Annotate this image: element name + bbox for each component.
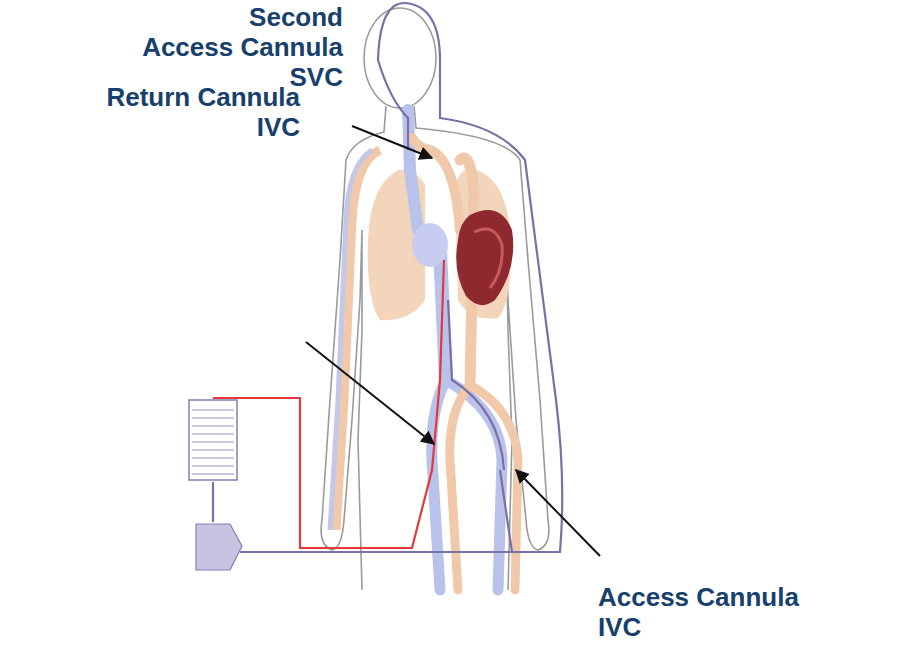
vena-cava [408,110,502,590]
label-line: IVC [598,612,799,642]
label-line: Access Cannula [142,32,343,62]
label-line: IVC [106,112,300,142]
pump [196,524,242,570]
body-outline [321,8,549,590]
callout-label: Second Access Cannula SVC [142,2,343,92]
arm-vein [330,150,372,530]
leader-arrows [306,126,600,556]
callout-label: Return Cannula IVC [106,82,300,142]
oxygenator [189,400,237,480]
right-atrium [412,223,448,267]
return-line [213,260,444,548]
aorta [412,138,518,590]
label-line: Second [142,2,343,32]
label-line: Return Cannula [106,82,300,112]
callout-label: Access Cannula IVC [598,582,799,642]
heart [456,210,513,305]
label-line: Access Cannula [598,582,799,612]
